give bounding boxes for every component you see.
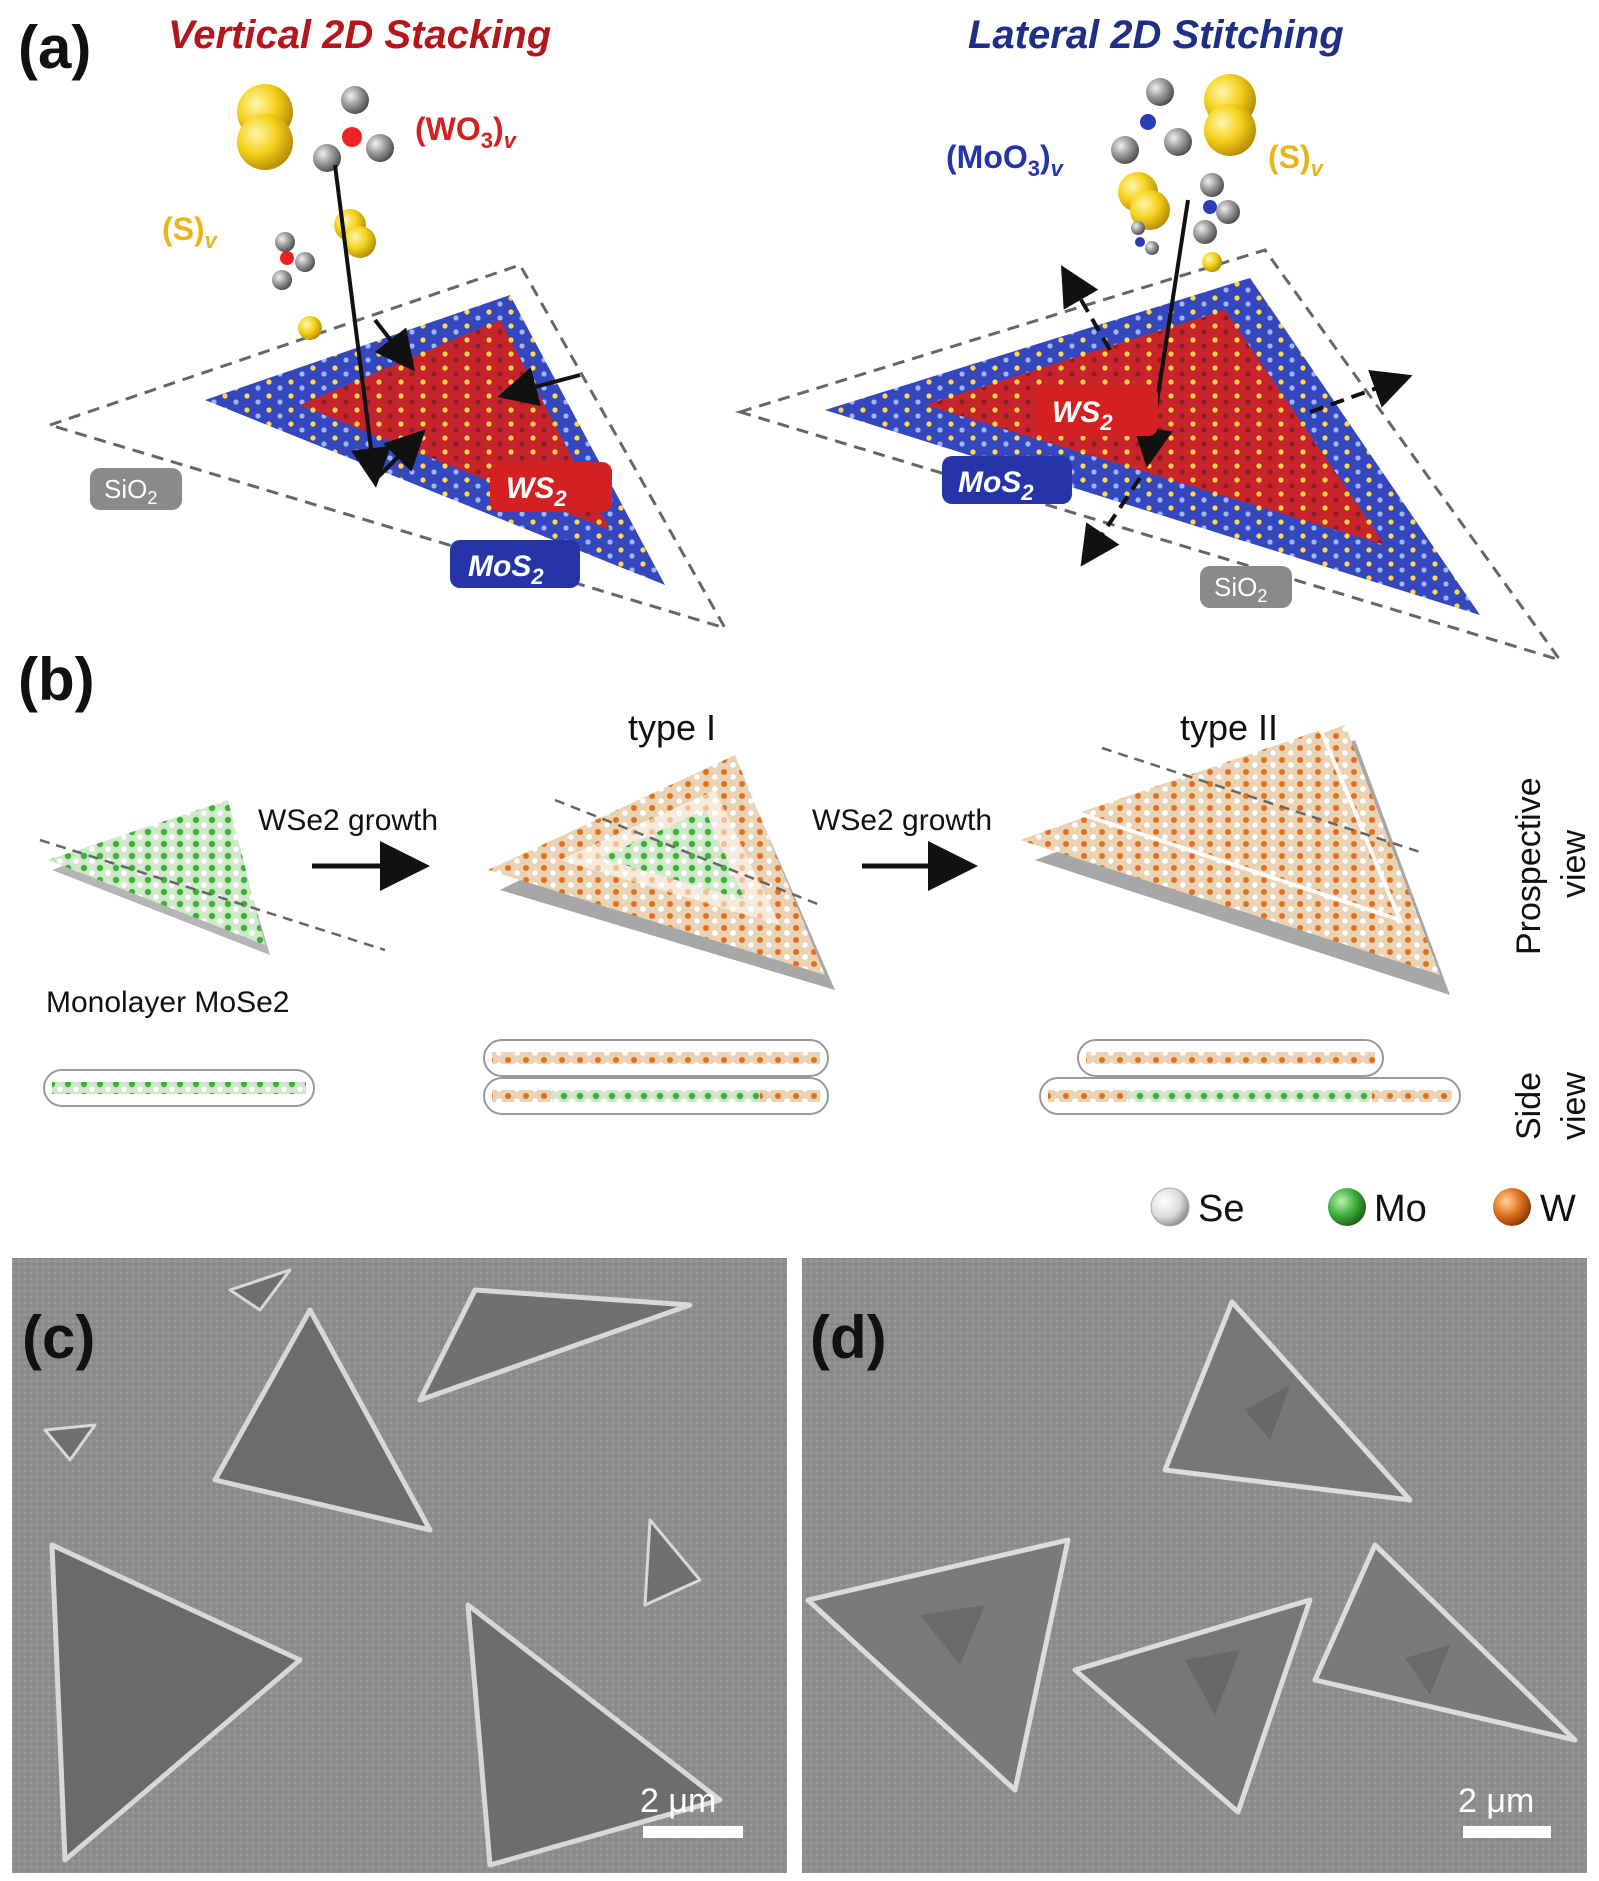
sulfur-atom [237, 114, 293, 170]
mo-legend-label: Mo [1374, 1188, 1427, 1230]
oxygen-atom [272, 270, 292, 290]
w-legend-label: W [1540, 1188, 1576, 1230]
side-view-w-row [760, 1090, 820, 1102]
side-view-w-row [1086, 1052, 1375, 1064]
wo3-label: (WO3)v [415, 111, 518, 153]
mose2-crystal [48, 800, 265, 945]
lateral-stitching-illustration: (MoO3)v (S)v WS2 MoS2 SiO2 [740, 74, 1560, 660]
sulfur-atom [1204, 104, 1256, 156]
scale-bar-c [643, 1826, 743, 1838]
panel-a: (a) Vertical 2D Stacking Lateral 2D Stit… [18, 13, 1560, 660]
oxygen-atom [1131, 221, 1145, 235]
w-legend-icon [1493, 1188, 1531, 1226]
oxygen-atom [1111, 136, 1139, 164]
se-legend-icon [1151, 1188, 1189, 1226]
side-view-w-row [1372, 1090, 1452, 1102]
monolayer-label: Monolayer MoSe2 [46, 986, 289, 1019]
vertical-stacking-illustration: (WO3)v (S)v SiO2 WS2 MoS2 [50, 84, 725, 628]
side-view-mo-row [552, 1090, 760, 1102]
panel-c-label: (c) [22, 1304, 95, 1371]
oxygen-atom [1146, 78, 1174, 106]
tungsten-atom [342, 127, 362, 147]
oxygen-atom [1200, 173, 1224, 197]
oxygen-atom [366, 134, 394, 162]
side-view-w-row [492, 1090, 552, 1102]
panel-b-label: (b) [18, 646, 95, 713]
scale-label-d: 2 μm [1458, 1782, 1534, 1820]
growth-label-1: WSe2 growth [258, 804, 438, 837]
type-ii-illustration: type II [1020, 707, 1460, 1114]
side-view-w-row [492, 1052, 820, 1064]
mo-legend-icon [1328, 1188, 1366, 1226]
oxygen-atom [1193, 220, 1217, 244]
oxygen-atom [275, 232, 295, 252]
lateral-stitching-title: Lateral 2D Stitching [968, 13, 1344, 57]
se-legend-label: Se [1198, 1188, 1244, 1230]
sulfur-atom [298, 316, 322, 340]
sulfur-atom [344, 226, 376, 258]
side-view-label-line1: Side [1510, 1072, 1548, 1140]
panel-a-label: (a) [18, 14, 91, 81]
atom-legend: Se Mo W [1151, 1188, 1576, 1230]
molybdenum-atom [1135, 237, 1145, 247]
molybdenum-atom [1140, 114, 1156, 130]
vertical-stacking-title: Vertical 2D Stacking [168, 13, 551, 57]
type-i-label: type I [628, 707, 716, 748]
side-view-mo-row [1128, 1090, 1372, 1102]
growth-label-2: WSe2 growth [812, 804, 992, 837]
oxygen-atom [341, 86, 369, 114]
side-view-w-row [1048, 1090, 1128, 1102]
prospective-view-label-line2: view [1555, 830, 1593, 898]
prospective-view-label-line1: Prospective [1510, 777, 1548, 955]
sem-image-d [802, 1258, 1587, 1873]
panel-d-label: (d) [810, 1304, 887, 1371]
scale-bar-d [1463, 1826, 1551, 1838]
type-i-illustration: type I [484, 707, 835, 1114]
tungsten-atom [280, 251, 294, 265]
moo3-label: (MoO3)v [946, 139, 1065, 181]
oxygen-atom [1216, 200, 1240, 224]
type-ii-label: type II [1180, 707, 1278, 748]
oxygen-atom [1164, 128, 1192, 156]
side-view-mo-row [52, 1082, 306, 1094]
panel-b: (b) Monolayer MoSe2 WSe2 growth type I [18, 646, 1593, 1230]
sulfur-label-left: (S)v [162, 211, 219, 253]
oxygen-atom [295, 252, 315, 272]
oxygen-atom [1145, 241, 1159, 255]
monolayer-mose2-illustration: Monolayer MoSe2 [40, 800, 385, 1106]
panel-c: (c) 2 μm [12, 1258, 787, 1873]
side-view-label-line2: view [1555, 1072, 1593, 1140]
sulfur-label-right: (S)v [1268, 139, 1325, 181]
scale-label-c: 2 μm [640, 1782, 716, 1820]
molybdenum-atom [1203, 200, 1217, 214]
panel-d: (d) 2 μm [802, 1258, 1587, 1873]
sulfur-atom [1202, 252, 1222, 272]
